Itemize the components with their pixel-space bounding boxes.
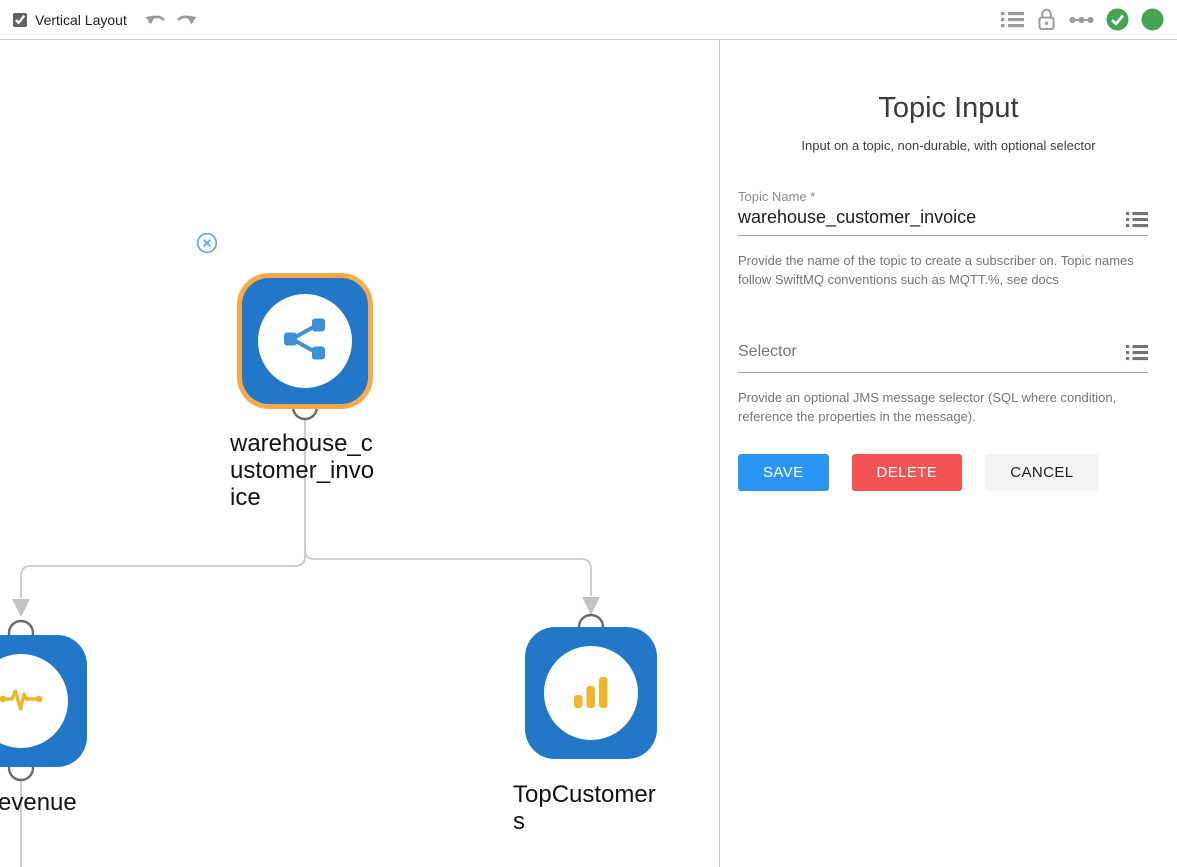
node-topcustomers[interactable] [525,627,657,759]
cancel-button[interactable]: CANCEL [985,454,1099,491]
share-icon [282,316,328,367]
save-button[interactable]: SAVE [738,454,829,491]
selector-list-icon[interactable] [1126,344,1148,361]
vertical-layout-label: Vertical Layout [35,11,127,28]
steps-dots-icon[interactable] [1069,15,1094,25]
topic-name-label: Topic Name * [738,189,816,204]
pulse-icon [0,684,43,719]
properties-panel: Topic Input Input on a topic, non-durabl… [720,40,1177,867]
unlock-icon[interactable] [1036,8,1057,31]
node-label: TopCustomers [513,781,656,835]
topic-name-value[interactable]: warehouse_customer_invoice [738,207,977,227]
node-topic-warehouse-customer-invoice[interactable] [237,273,373,409]
arrowhead-right [582,597,600,615]
node-disc [0,654,68,748]
remove-connection-icon[interactable] [196,232,218,259]
node-revenue[interactable] [0,635,87,767]
toolbar: Vertical Layout [0,0,1177,40]
selector-field: Selector Provide an optional JMS message… [738,343,1148,426]
node-label: warehouse_customer_invoice [230,430,375,511]
flow-canvas[interactable]: warehouse_customer_invoice evenue [0,40,720,867]
delete-button[interactable]: DELETE [851,454,963,491]
check-circle-icon[interactable] [1106,8,1129,31]
topic-name-help: Provide the name of the topic to create … [738,253,1134,287]
selector-help: Provide an optional JMS message selector… [738,390,1117,424]
undo-icon[interactable] [145,11,167,28]
bar-chart-icon [573,674,609,713]
status-circle-icon[interactable] [1141,8,1164,31]
node-label: evenue [0,789,77,816]
list-icon[interactable] [1001,11,1024,28]
arrowhead-left [12,599,30,617]
panel-title: Topic Input [878,92,1019,124]
panel-subtitle: Input on a topic, non-durable, with opti… [801,138,1096,153]
node-disc [544,646,638,740]
redo-icon[interactable] [175,11,197,28]
vertical-layout-checkbox[interactable] [13,12,27,27]
node-disc [258,294,352,388]
topic-name-field: Topic Name * warehouse_customer_invoice … [738,189,1148,289]
topic-name-input[interactable]: warehouse_customer_invoice [738,207,1148,236]
selector-input[interactable]: Selector [738,343,1148,373]
topic-name-list-icon[interactable] [1126,211,1148,228]
selector-placeholder[interactable]: Selector [738,343,797,360]
